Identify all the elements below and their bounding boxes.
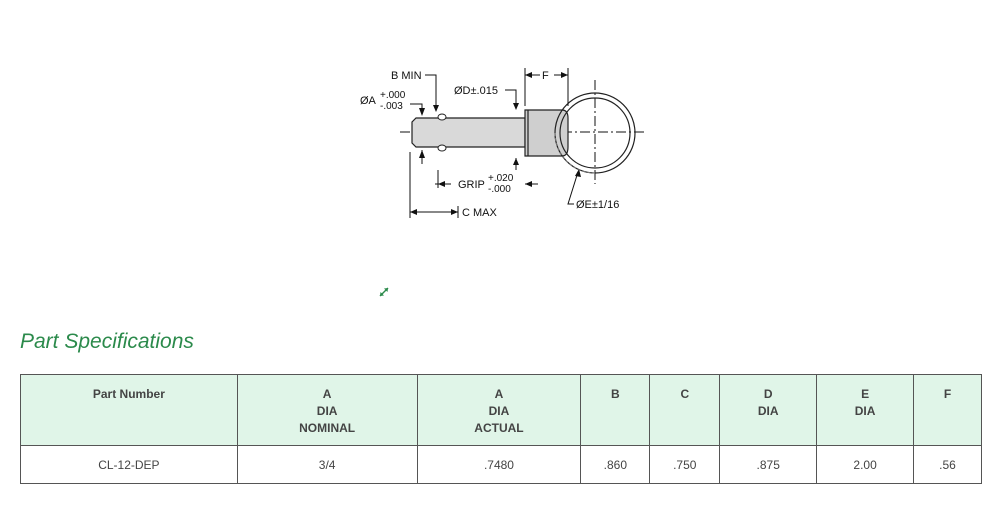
label-grip: GRIP (458, 179, 485, 191)
cell-b: .860 (580, 445, 651, 484)
technical-drawing: B MIN ØA +.000 -.003 ØD±.015 F GRIP +.02… (350, 60, 650, 230)
label-a-tol-minus: -.003 (380, 101, 403, 112)
section-title: Part Specifications (20, 330, 194, 353)
cell-c: .750 (649, 445, 721, 484)
cell-a-actual: .7480 (416, 445, 582, 484)
cell-f: .56 (913, 445, 982, 484)
label-grip-tol-minus: -.000 (488, 184, 511, 195)
handle-collar (524, 109, 569, 157)
pin-shaft (411, 117, 526, 148)
detent-ball-bottom (437, 144, 447, 152)
label-f: F (542, 70, 549, 82)
detent-ball-top (437, 113, 447, 121)
label-b-min: B MIN (391, 70, 422, 82)
label-grip-tol-plus: +.020 (488, 173, 514, 184)
label-a-tol-plus: +.000 (380, 90, 406, 101)
cell-e: 2.00 (816, 445, 915, 484)
label-c-max: C MAX (462, 207, 498, 219)
label-d-dia: ØD±.015 (454, 85, 498, 97)
header-b: B (580, 374, 651, 446)
ring-inner (559, 97, 631, 169)
header-f: F (913, 374, 982, 446)
expand-arrows-icon[interactable] (377, 285, 391, 299)
header-c: C (649, 374, 721, 446)
cell-part-number: CL-12-DEP (20, 445, 238, 484)
label-e-dia: ØE±1/16 (576, 199, 619, 211)
table-row: CL-12-DEP 3/4 .7480 .860 .750 .875 2.00 … (20, 445, 982, 484)
cell-a-nominal: 3/4 (236, 445, 418, 484)
header-part-number: Part Number (20, 374, 238, 446)
pin-dimension-drawing: B MIN ØA +.000 -.003 ØD±.015 F GRIP +.02… (360, 68, 645, 219)
label-a-dia: ØA (360, 95, 377, 107)
cell-d: .875 (719, 445, 818, 484)
